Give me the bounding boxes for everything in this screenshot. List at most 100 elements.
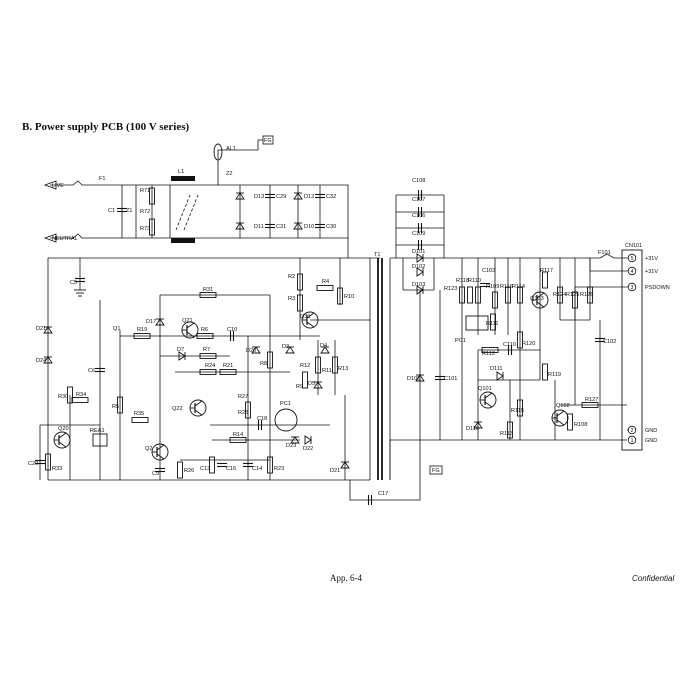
part-label: Q102: [556, 403, 570, 409]
part-label: R123: [444, 286, 457, 292]
part-label: R14: [233, 432, 243, 438]
fg-top-label: FG: [264, 138, 272, 144]
part-label: R11: [322, 368, 332, 374]
pin-number: 5: [631, 256, 634, 262]
part-label: C110: [503, 342, 516, 348]
part-label: C14: [252, 466, 262, 472]
part-label: R21: [223, 363, 233, 369]
part-label: R3: [288, 296, 295, 302]
part-label: R33: [52, 466, 62, 472]
part-label: C109: [412, 231, 425, 237]
part-label: D21: [330, 468, 340, 474]
part-label: C102: [603, 339, 616, 345]
part-label: C103: [482, 268, 495, 274]
part-label: D3: [282, 344, 289, 350]
live-terminal-arrow: [43, 180, 57, 190]
part-label: R2: [288, 274, 295, 280]
page-heading: B. Power supply PCB (100 V series): [22, 121, 190, 133]
part-label: R108: [574, 422, 587, 428]
part-label: D23: [286, 443, 296, 449]
part-label: R115: [511, 408, 524, 414]
part-label: R5: [112, 404, 119, 410]
part-label: R26: [184, 468, 194, 474]
part-label: C31: [276, 224, 286, 230]
pin-label: PSDOWN: [645, 285, 670, 291]
pin-number: 1: [631, 438, 634, 444]
part-label: C30: [326, 224, 336, 230]
part-label: R73: [140, 226, 150, 232]
part-label: F1: [99, 176, 106, 182]
part-label: C32: [326, 194, 336, 200]
part-label: D20: [246, 348, 256, 354]
part-label: C13: [200, 466, 210, 472]
fg-terminal-top: [262, 135, 274, 145]
part-label: Z2: [226, 171, 233, 177]
part-label: R113: [500, 431, 513, 437]
part-label: Q21: [182, 318, 193, 324]
pin-label: GND: [645, 438, 657, 444]
part-label: C108: [412, 178, 425, 184]
part-label: R71: [140, 188, 150, 194]
page-number: App. 6-4: [330, 573, 362, 583]
part-label: REA1: [90, 428, 105, 434]
pin-number: 2: [631, 428, 634, 434]
part-label: R125: [566, 292, 579, 298]
part-label: D103: [412, 282, 425, 288]
part-label: D17: [146, 319, 156, 325]
fg-mid-label: FG: [432, 468, 440, 474]
part-label: T1: [374, 252, 381, 258]
part-label: Q22: [172, 406, 183, 412]
part-labels: F1 L1 T1 F101 AL1 Z2 C1 Z1 R71 R72 R73 D…: [28, 146, 616, 497]
part-label: C18: [257, 416, 267, 422]
pin-label: +31V: [645, 256, 658, 262]
wiring: [39, 139, 630, 501]
part-label: PC1: [455, 338, 466, 344]
part-label: C17: [378, 491, 388, 497]
part-label: R24: [205, 363, 215, 369]
part-label: R35: [134, 411, 144, 417]
part-label: R6: [201, 327, 208, 333]
part-label: D7: [177, 347, 184, 353]
part-label: C101: [444, 376, 457, 382]
part-label: PC1: [280, 401, 291, 407]
part-label: R109: [486, 284, 499, 290]
part-label: D4: [320, 343, 327, 349]
part-label: D5: [308, 381, 315, 387]
part-label: R9: [296, 384, 303, 390]
part-label: R111: [486, 321, 499, 327]
part-label: Q20: [58, 426, 69, 432]
part-label: R116: [500, 284, 513, 290]
part-label: D101: [412, 249, 425, 255]
part-label: R23: [274, 466, 284, 472]
part-label: F101: [598, 250, 611, 256]
part-label: D11: [254, 224, 264, 230]
part-label: C16: [226, 466, 236, 472]
part-label: D12: [304, 194, 314, 200]
part-label: L1: [178, 169, 184, 175]
part-label: R126: [580, 292, 593, 298]
line-filter-l1: [171, 176, 195, 181]
part-label: R127: [585, 397, 598, 403]
part-label: R112: [482, 351, 495, 357]
surge-absorber-al1: [213, 143, 223, 161]
part-label: D10: [304, 224, 314, 230]
part-label: C106: [412, 213, 425, 219]
part-label: D13: [254, 194, 264, 200]
part-label: C5: [70, 280, 77, 286]
part-label: R8: [260, 361, 267, 367]
connector-name: CN101: [625, 243, 642, 249]
part-label: C29: [276, 194, 286, 200]
connector-cn101-body: [621, 249, 643, 451]
part-label: R30: [58, 394, 68, 400]
pin-number: 4: [631, 269, 634, 275]
component-symbols: [34, 187, 606, 506]
part-label: Q101: [478, 386, 492, 392]
part-label: R124: [553, 292, 566, 298]
part-label: R19: [137, 327, 147, 333]
part-label: D22: [303, 446, 313, 452]
part-label: D105: [407, 376, 420, 382]
part-label: Z1: [126, 208, 133, 214]
connector-pins: [627, 253, 637, 445]
part-label: R27: [238, 394, 248, 400]
